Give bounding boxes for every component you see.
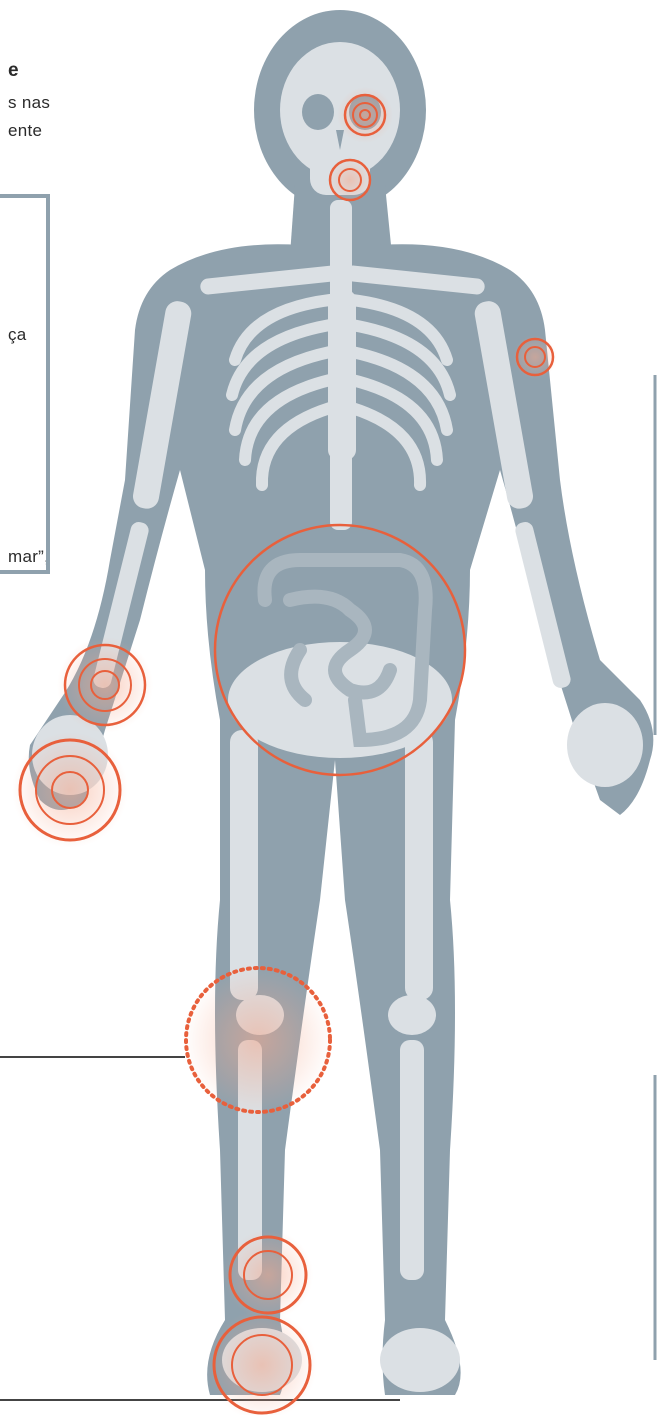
shoulder-marker <box>513 335 557 379</box>
wrist-marker <box>57 637 153 733</box>
jaw-marker <box>328 158 372 202</box>
knee-marker <box>183 965 333 1115</box>
info-box-border <box>0 196 48 572</box>
foot-marker <box>207 1310 317 1415</box>
ankle-marker <box>223 1230 313 1320</box>
hand-marker <box>12 732 128 848</box>
eye-marker <box>337 87 393 143</box>
